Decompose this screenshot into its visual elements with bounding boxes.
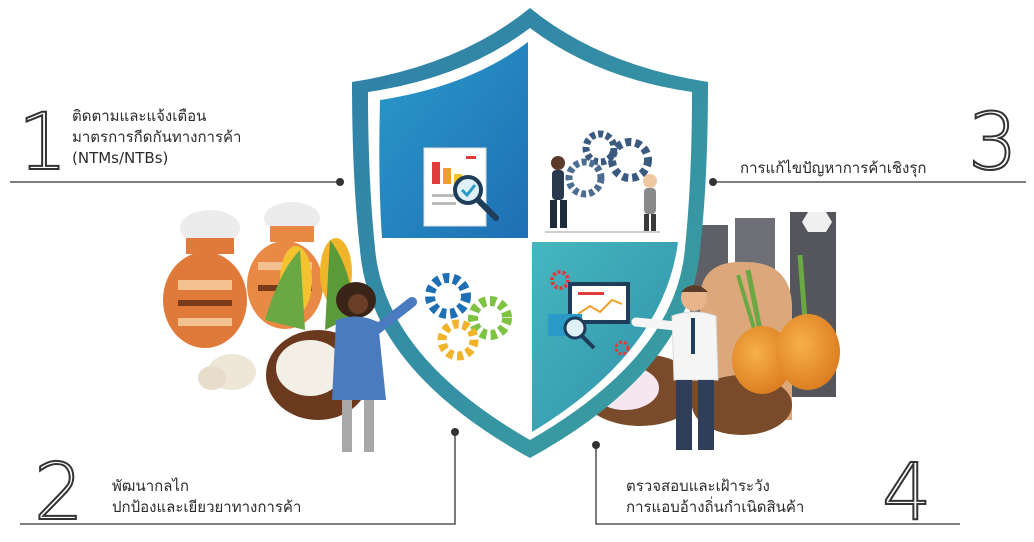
item-1-line-2: มาตรการกีดกันทางการค้า (72, 128, 242, 146)
item-4-line-1: ตรวจสอบและเฝ้าระวัง (626, 477, 770, 495)
rice-pot-icon (163, 210, 247, 348)
item-3-label: การแก้ไขปัญหาการค้าเชิงรุก (740, 158, 927, 179)
woman-presenter-figure (332, 282, 417, 452)
step-number-4: 4 (881, 448, 933, 538)
item-4-line-2: การแอบอ้างถิ่นกำเนิดสินค้า (626, 498, 805, 516)
item-2-label: พัฒนากลไก ปกป้องและเยียวยาทางการค้า (112, 476, 301, 518)
item-2-line-2: ปกป้องและเยียวยาทางการค้า (112, 498, 302, 516)
gears-team-icon (545, 130, 660, 233)
step-number-1: 1 (17, 98, 69, 188)
item-1-label: ติดตามและแจ้งเตือน มาตรการกีดกันทางการค้… (72, 106, 241, 169)
step-number-3: 3 (967, 98, 1019, 188)
item-4-label: ตรวจสอบและเฝ้าระวัง การแอบอ้างถิ่นกำเนิด… (626, 476, 804, 518)
onion-icon (732, 254, 840, 394)
man-presenter-figure (631, 285, 719, 450)
report-magnifier-icon (423, 147, 499, 227)
item-1-line-3: (NTMs/NTBs) (72, 149, 169, 167)
leader-lines (10, 181, 1026, 525)
leader-dots (336, 178, 717, 449)
analytics-screen-icon (548, 270, 630, 356)
garlic-icon (198, 354, 256, 390)
item-1-line-1: ติดตามและแจ้งเตือน (72, 107, 207, 125)
colored-gears-icon (425, 273, 512, 361)
item-2-line-1: พัฒนากลไก (112, 477, 190, 495)
step-number-2: 2 (33, 448, 85, 538)
item-3-line-1: การแก้ไขปัญหาการค้าเชิงรุก (740, 159, 927, 177)
